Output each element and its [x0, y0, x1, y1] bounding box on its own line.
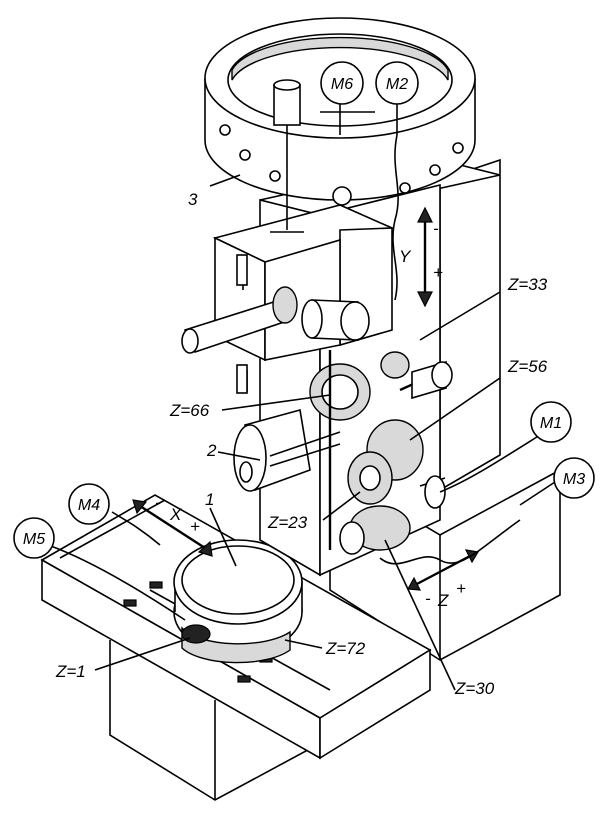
axis-x-plus: + — [190, 517, 200, 536]
motor-m5: M5 — [13, 517, 55, 559]
axis-x-label: X — [169, 505, 182, 524]
motor-m4: M4 — [68, 483, 110, 525]
motor-m2: M2 — [375, 61, 419, 105]
label-z23: Z=23 — [267, 513, 308, 532]
axis-x-minus: - — [155, 493, 161, 512]
label-part-1: 1 — [205, 490, 214, 509]
axis-y-label: Y — [399, 247, 412, 266]
z-drive-shaft — [379, 519, 521, 565]
motor-m3-label: M3 — [563, 471, 585, 488]
motor-m5-label: M5 — [23, 531, 45, 548]
motor-m4-label: M4 — [78, 497, 100, 514]
axis-z-label: Z — [437, 591, 449, 610]
label-z66: Z=66 — [169, 401, 210, 420]
motor-m6-label: M6 — [331, 76, 353, 93]
label-z56: Z=56 — [507, 357, 548, 376]
label-z30: Z=30 — [454, 679, 495, 698]
m2-cable — [392, 134, 399, 301]
motor-m1-label: M1 — [540, 415, 562, 432]
label-part-2: 2 — [206, 441, 217, 460]
m3-cable — [519, 481, 556, 506]
label-z72: Z=72 — [325, 639, 366, 658]
label-part-3: 3 — [188, 190, 198, 209]
axis-z-plus: + — [456, 579, 466, 598]
rotary-table — [173, 539, 303, 664]
m1-cable — [439, 429, 549, 493]
tool-ring — [204, 17, 476, 233]
label-z1: Z=1 — [55, 662, 86, 681]
axis-z-minus: - — [425, 589, 431, 608]
m5-cable — [47, 544, 186, 621]
spindle-assembly — [181, 286, 370, 354]
label-z33: Z=33 — [507, 275, 548, 294]
motor-m1: M1 — [530, 401, 572, 443]
x-axis-arrow — [132, 499, 213, 557]
motor-m3: M3 — [553, 457, 595, 499]
axis-y-minus: - — [433, 219, 439, 238]
motor-m6: M6 — [320, 61, 364, 105]
axis-y-plus: + — [433, 263, 443, 282]
leader-lines — [94, 174, 501, 691]
y-axis-arrow — [417, 206, 433, 308]
gear-train — [309, 350, 453, 555]
spindle-block-2 — [233, 408, 341, 492]
m4-cable — [111, 511, 161, 546]
motor-m2-label: M2 — [386, 76, 408, 93]
